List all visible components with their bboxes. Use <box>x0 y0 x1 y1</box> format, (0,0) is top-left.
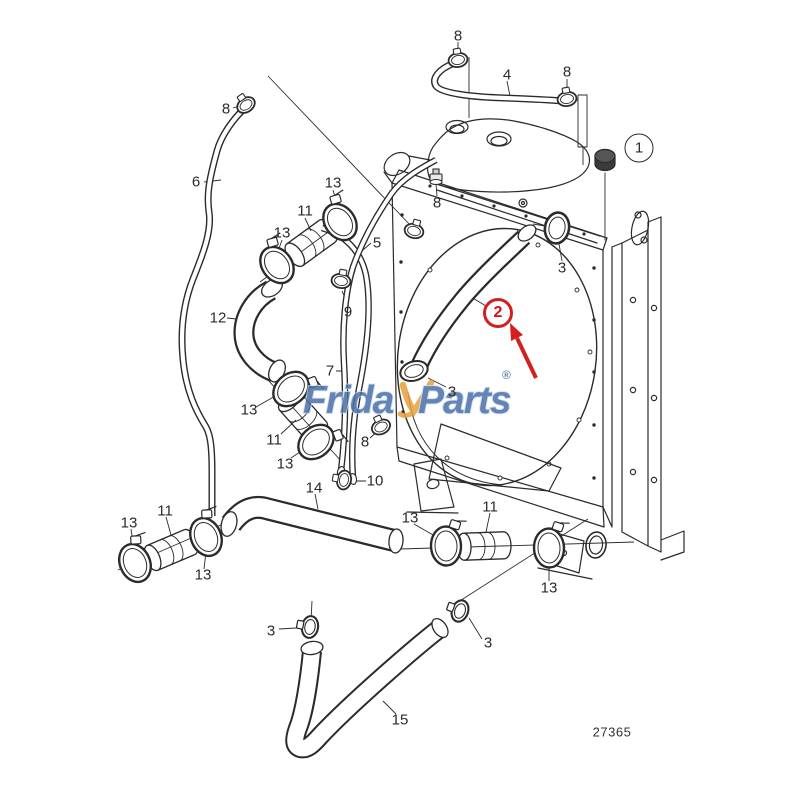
clamp-3 <box>294 612 321 641</box>
watermark: Frida Parts ® <box>302 368 513 423</box>
highlight-arrow-icon <box>510 323 523 341</box>
radiator-cap <box>594 148 616 241</box>
clamps-and-sleeves <box>109 46 579 641</box>
clamp-10 <box>330 467 354 492</box>
watermark-text-frida: Frida <box>303 379 394 422</box>
hose-6 <box>178 105 248 516</box>
clamp-8 <box>554 85 579 109</box>
highlight-annotation <box>510 323 538 379</box>
hose-15 <box>285 617 449 759</box>
hose-4 <box>431 60 563 105</box>
drawing-number: 27365 <box>592 724 632 740</box>
clamp-8 <box>445 46 470 70</box>
radiator-assembly <box>383 118 685 580</box>
registered-trademark-icon: ® <box>502 368 511 382</box>
watermark-text-parts: Parts <box>418 379 511 422</box>
hose-2 <box>399 224 537 383</box>
leader-lines <box>117 42 635 715</box>
clamp-3 <box>442 595 473 626</box>
seal-ring-3 <box>541 209 573 247</box>
hose-12 <box>233 278 287 383</box>
clamp-8 <box>230 89 259 118</box>
hose-14 <box>220 495 404 554</box>
fitting-nut-8 <box>429 168 443 186</box>
